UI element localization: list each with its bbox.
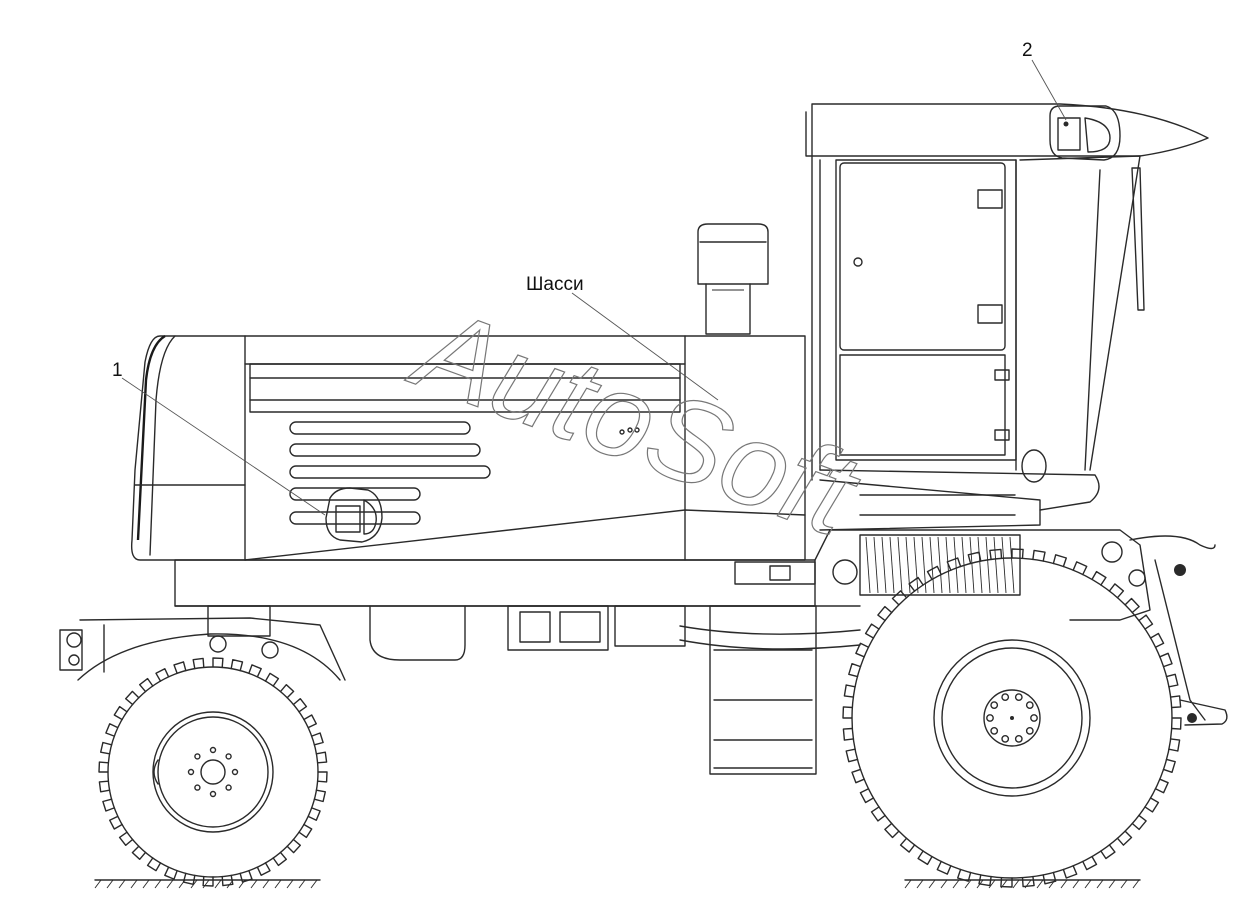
engine-hood (130, 334, 806, 561)
large-wheel (842, 548, 1182, 888)
air-intake-stack (697, 223, 769, 335)
operator-cab (805, 103, 1209, 531)
roof-work-light (1049, 105, 1121, 161)
autosoft-watermark: AutoSoft (395, 280, 875, 562)
callout-label-2: 2 (1022, 40, 1033, 61)
side-headlight (325, 487, 383, 543)
rear-axle-assembly (59, 617, 346, 681)
radiator-coils (859, 534, 1021, 596)
callout-label-1: 1 (112, 360, 123, 381)
chassis-frame (174, 529, 1228, 726)
leader-lines (121, 59, 1067, 516)
small-wheel (98, 657, 328, 887)
ground-line (94, 879, 1141, 889)
underside-components (207, 605, 861, 775)
callout-label-chassis: Шасси (526, 274, 584, 295)
